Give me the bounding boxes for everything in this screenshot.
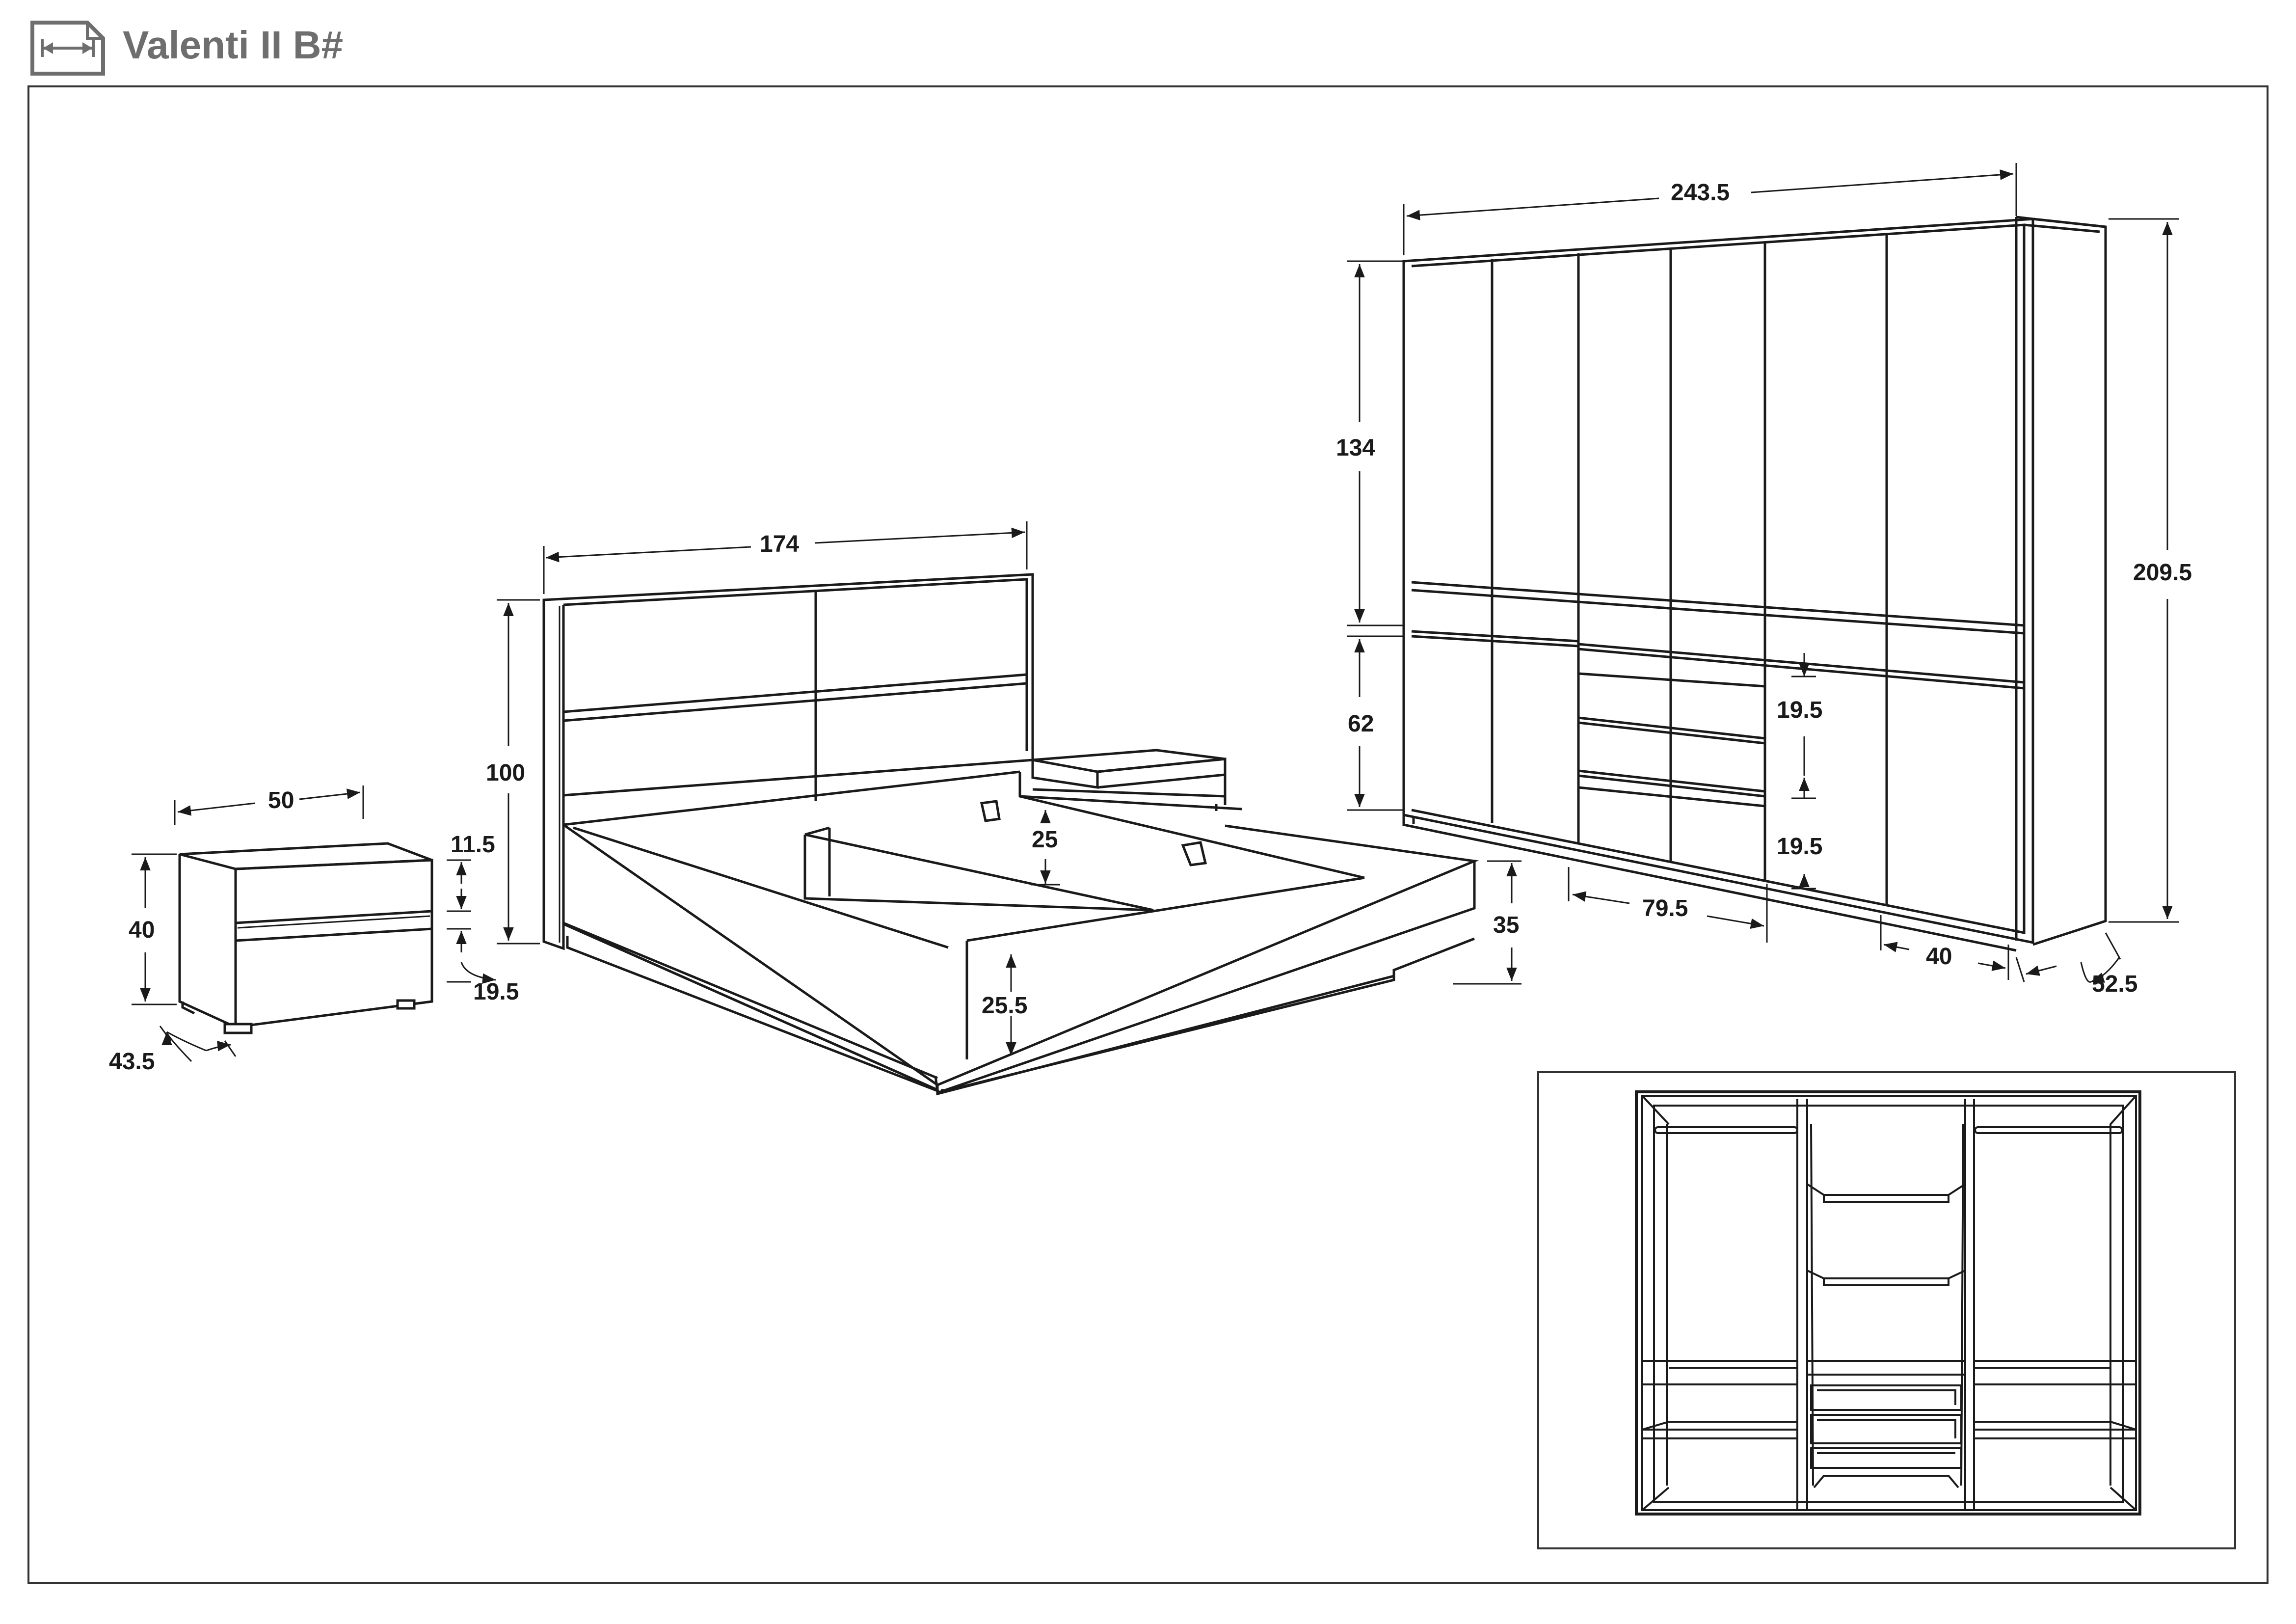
wardrobe — [1402, 216, 2107, 952]
wardrobe-door-width-label: 40 — [1926, 944, 1952, 970]
bed-headboard-height-label: 100 — [486, 760, 525, 786]
wardrobe-drawer-height-bottom-label: 19.5 — [1777, 834, 1822, 860]
dimensions-icon — [30, 21, 105, 76]
wardrobe-interior — [1537, 1071, 2236, 1549]
header: Valenti II B# — [0, 0, 2296, 83]
nightstand-height-label: 40 — [129, 917, 155, 943]
wardrobe-width-label: 243.5 — [1671, 180, 1730, 206]
bed-width-label: 174 — [760, 531, 799, 557]
nightstand-rear — [1031, 749, 1227, 811]
wardrobe-drawer-width-label: 79.5 — [1642, 895, 1688, 921]
nightstand — [178, 842, 433, 1034]
bed — [542, 573, 1479, 1096]
bed-frame-height-label: 35 — [1493, 912, 1519, 938]
sheet-frame — [27, 85, 2269, 1584]
page-title: Valenti II B# — [123, 23, 344, 67]
nightstand-depth-label: 43.5 — [109, 1049, 155, 1075]
nightstand-top-drawer-label: 11.5 — [451, 832, 495, 858]
bed-side-height-label: 25.5 — [982, 993, 1027, 1019]
dimension-labels: 50 40 11.5 19.5 43.5 174 100 35 25.5 25 … — [109, 180, 2192, 1075]
bed-slat-depth-label: 25 — [1032, 827, 1058, 853]
nightstand-bottom-drawer-label: 19.5 — [473, 979, 519, 1005]
dimension-lines — [132, 163, 2179, 1062]
wardrobe-drawer-height-top-label: 19.5 — [1777, 697, 1822, 723]
wardrobe-lower-height-label: 62 — [1348, 711, 1374, 737]
wardrobe-upper-height-label: 134 — [1336, 435, 1375, 461]
wardrobe-depth-label: 52.5 — [2092, 971, 2137, 997]
nightstand-width-label: 50 — [268, 787, 294, 813]
wardrobe-height-label: 209.5 — [2133, 560, 2192, 586]
